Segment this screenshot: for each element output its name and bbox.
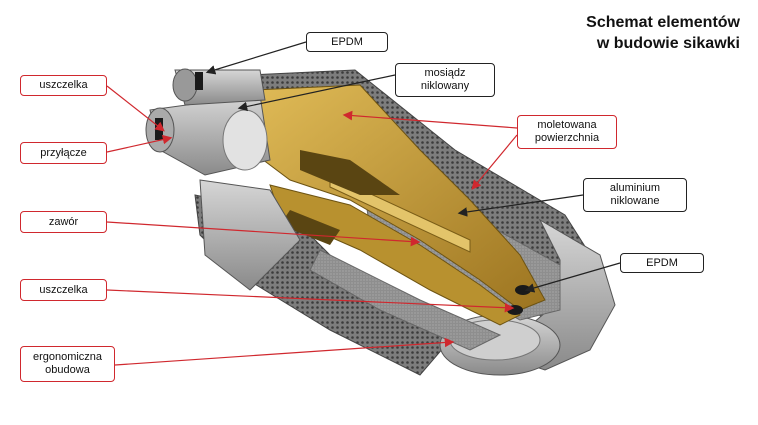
brass-core [249,84,546,326]
label-zawor-text: zawór [48,215,79,228]
inlet-connector [145,68,301,291]
label-ergonomiczna-obudowa: ergonomiczna obudowa [20,346,115,382]
label-epdm-right-text: EPDM [646,256,678,269]
title-line-2: w budowie sikawki [596,35,740,52]
label-uszczelka-bottom-text: uszczelka [39,283,88,296]
label-uszczelka-top-text: uszczelka [39,79,88,91]
label-uszczelka-bottom: uszczelka [20,279,107,301]
label-mosiadz-line-1: mosiądz [424,67,466,79]
label-epdm-right: EPDM [620,253,704,273]
label-zawor: zawór [20,211,107,233]
title-line-1: Schemat elementów [586,14,740,31]
label-ergonomiczna-line-2: obudowa [45,364,90,376]
label-moletowana-powierzchnia: moletowana powierzchnia [517,115,617,149]
label-mosiadz-niklowany: mosiądz niklowany [395,63,495,97]
label-aluminium-line-2: niklowane [610,195,660,207]
label-aluminium-line-1: aluminium [609,182,661,194]
label-uszczelka-top: uszczelka [20,75,107,96]
label-przylacze-text: przyłącze [40,146,87,159]
label-aluminium-niklowane: aluminium niklowane [583,178,687,212]
leader-lines [106,41,621,366]
label-epdm-top: EPDM [306,32,388,52]
label-moletowana-line-1: moletowana [537,119,597,131]
label-mosiadz-line-2: niklowany [420,80,470,92]
label-moletowana-line-2: powierzchnia [534,132,600,144]
label-epdm-top-text: EPDM [331,35,363,48]
diagram-title: Schemat elementów w budowie sikawki [586,12,740,54]
label-ergonomiczna-line-1: ergonomiczna [32,351,103,363]
label-przylacze: przyłącze [20,142,107,164]
